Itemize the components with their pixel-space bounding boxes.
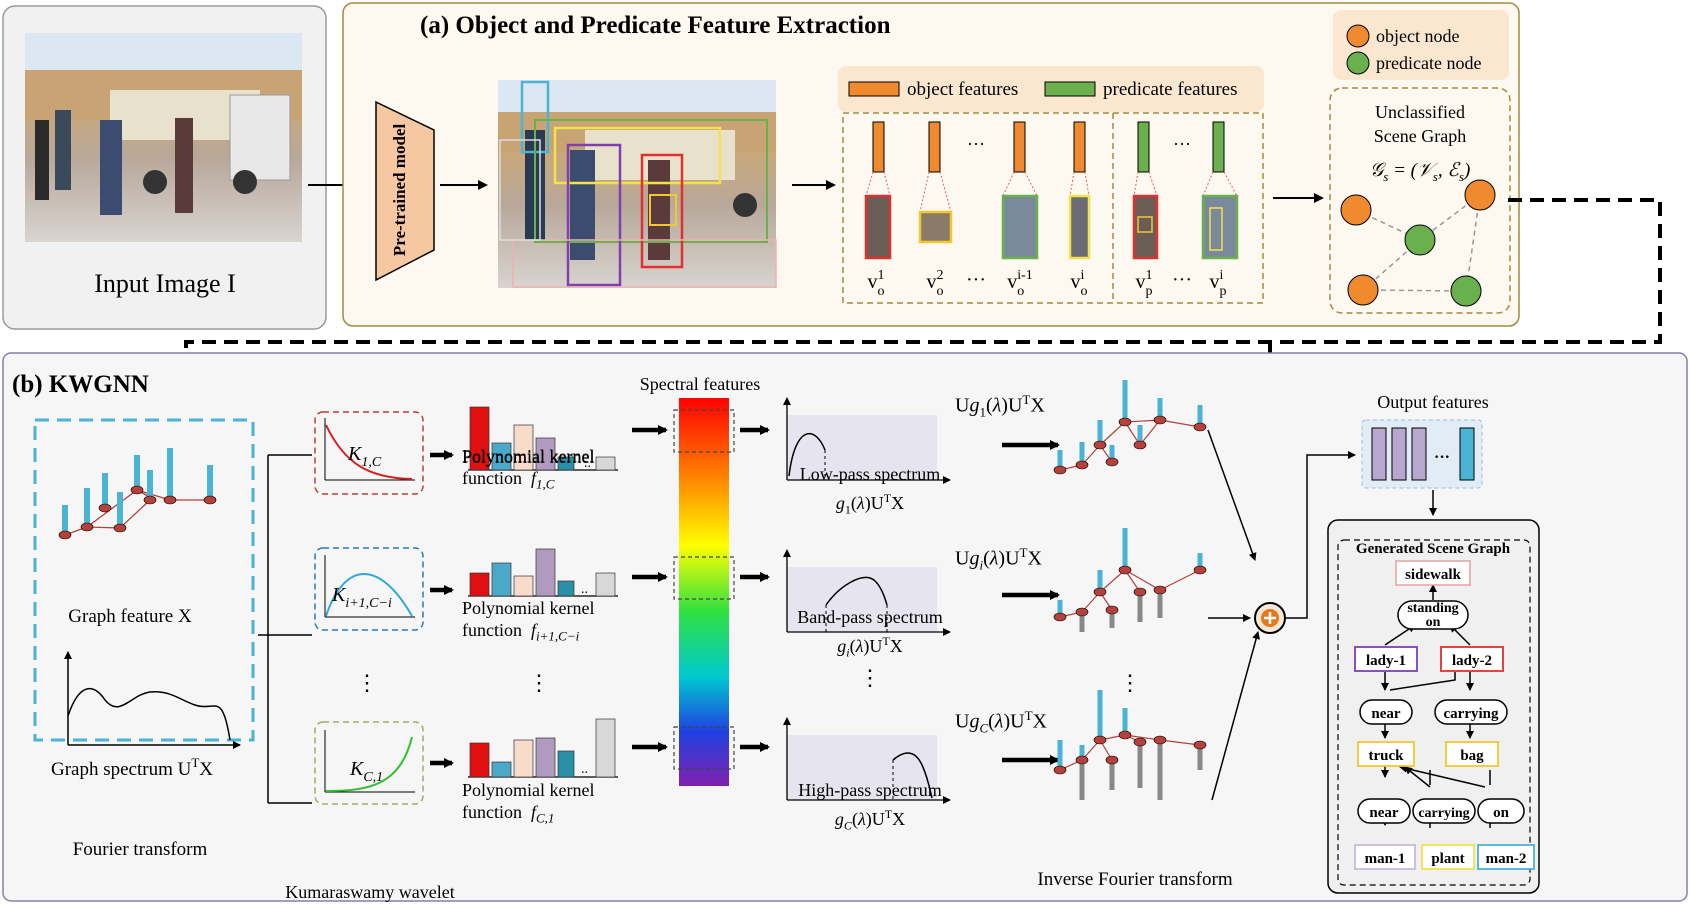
- graph-feature-label: Graph feature X: [68, 606, 192, 627]
- sg-carrying-2: carrying: [1418, 806, 1469, 821]
- label-vp1: vp1: [1136, 268, 1153, 299]
- kumaraswamy-label: Kumaraswamy wavelet: [285, 882, 454, 902]
- sg-near-1: near: [1371, 706, 1401, 722]
- sg-on: on: [1493, 805, 1510, 821]
- svg-text:..: ..: [581, 762, 588, 777]
- section-b-title: (b) KWGNN: [12, 371, 149, 398]
- fourier-transform-label: Fourier transform: [73, 839, 208, 860]
- pretrained-model: Pre-trained model: [375, 100, 435, 282]
- svg-text:..: ..: [584, 456, 591, 471]
- generated-title: Generated Scene Graph: [1356, 541, 1511, 557]
- output-ellipsis: ···: [1434, 449, 1450, 466]
- sg-near-2: near: [1369, 805, 1399, 821]
- label-voi: voi: [1071, 268, 1088, 299]
- sg-man-2: man-2: [1486, 851, 1527, 867]
- poly-bars-2: ..: [468, 548, 618, 597]
- unclassified-scene-graph: Unclassified Scene Graph 𝒢s = (𝒱s, ℰs): [1329, 87, 1511, 314]
- poly-bars-1: ..: [468, 406, 618, 471]
- section-a-title: (a) Object and Predicate Feature Extract…: [420, 12, 891, 39]
- poly-bars-3: ..: [468, 718, 618, 778]
- label-vp-ellipsis: ···: [1172, 269, 1192, 291]
- sg-sidewalk: sidewalk: [1405, 567, 1462, 583]
- sg-bag: bag: [1460, 748, 1484, 764]
- sg-carrying-1: carrying: [1444, 706, 1499, 722]
- input-caption: Input Image I: [94, 269, 236, 298]
- kernel-c: KC,1: [314, 721, 424, 805]
- label-vpi: vpi: [1210, 268, 1227, 299]
- poly-vdots: ⋮: [528, 670, 550, 695]
- recon-vdots: ⋮: [1119, 670, 1141, 695]
- pretrained-model-label: Pre-trained model: [390, 124, 409, 257]
- sg-man-1: man-1: [1365, 851, 1406, 867]
- sg-truck: truck: [1369, 748, 1405, 764]
- low-pass-plot: [783, 397, 951, 484]
- unclassified-title-2: Scene Graph: [1374, 126, 1466, 146]
- sg-plant: plant: [1431, 851, 1464, 867]
- output-features: Output features ···: [1361, 392, 1489, 489]
- band-pass-plot: [783, 549, 951, 636]
- detection-photo: [498, 80, 777, 288]
- ellipsis-predicates: ···: [1173, 134, 1191, 154]
- legend-object-features: object features: [907, 79, 1018, 100]
- sg-lady-1: lady-1: [1366, 653, 1406, 669]
- section-a-panel: (a) Object and Predicate Feature Extract…: [342, 2, 1520, 327]
- label-vo-ellipsis: ···: [966, 269, 986, 291]
- spectrum-vdots: ⋮: [859, 665, 881, 690]
- label-vo1: vo1: [868, 268, 885, 299]
- inverse-fourier-label: Inverse Fourier transform: [1037, 869, 1232, 890]
- label-vo2: vo2: [927, 268, 944, 299]
- graph-feature-illustration: [58, 448, 217, 540]
- unclassified-title-1: Unclassified: [1375, 102, 1465, 122]
- input-panel: Input Image I: [2, 5, 327, 330]
- fourier-box: Graph feature X Graph spectrum UTX: [33, 418, 255, 780]
- recon-graph-2: [1053, 528, 1207, 632]
- high-pass-plot: [783, 717, 951, 804]
- feature-box: ··· ··· vo1 vo2 ··: [842, 112, 1264, 304]
- kernel-vdots: ⋮: [356, 670, 378, 695]
- spectral-features-label: Spectral features: [640, 374, 760, 394]
- poly-label-1: Polynomial kernel: [462, 447, 594, 467]
- legend-object-node: object node: [1376, 26, 1459, 46]
- output-features-label: Output features: [1377, 392, 1488, 412]
- kernel-i: Ki+1,C−i: [314, 547, 424, 631]
- recon-graph-1: [1053, 380, 1207, 475]
- kernel-1: K1,C: [314, 411, 424, 495]
- spectral-features: Spectral features: [640, 374, 760, 786]
- legend-predicate-features: predicate features: [1103, 79, 1238, 100]
- sum-node: [1254, 602, 1286, 634]
- svg-text:..: ..: [581, 582, 588, 597]
- sg-lady-2: lady-2: [1452, 653, 1492, 669]
- graph-spectrum-plot: [64, 651, 241, 749]
- legend-predicate-node: predicate node: [1376, 53, 1481, 73]
- recon-graph-3: [1053, 690, 1207, 800]
- ellipsis-objects: ···: [967, 134, 985, 154]
- graph-spectrum-label: Graph spectrum UTX: [51, 755, 213, 780]
- section-b-panel: (b) KWGNN: [2, 352, 1688, 902]
- generated-scene-graph: Generated Scene Graph: [1327, 519, 1540, 894]
- input-photo: [25, 33, 302, 242]
